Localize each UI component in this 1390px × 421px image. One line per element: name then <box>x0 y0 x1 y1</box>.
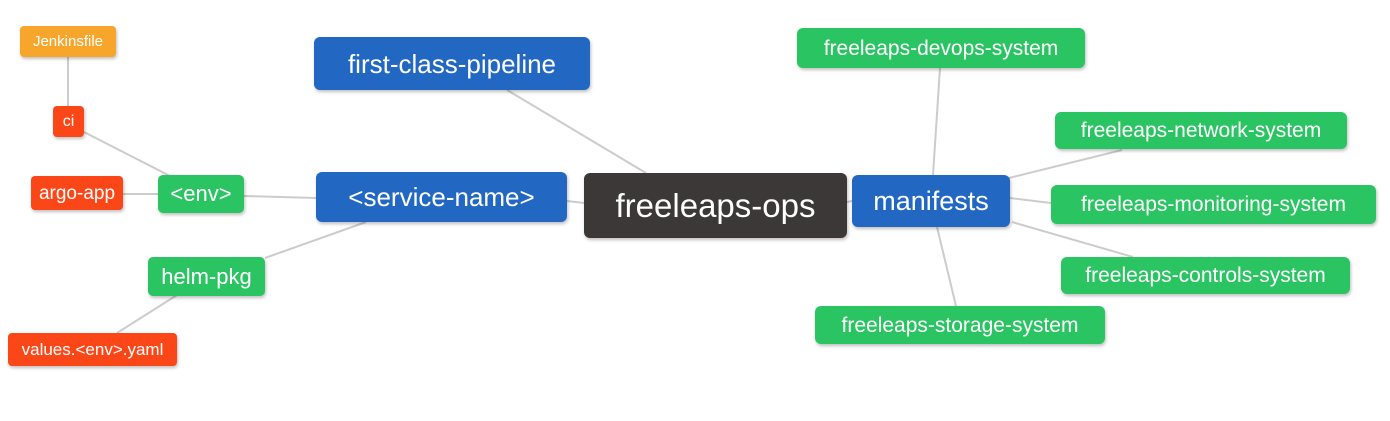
node-freeleaps-network-system[interactable]: freeleaps-network-system <box>1055 112 1347 149</box>
node-service-name[interactable]: <service-name> <box>316 172 567 222</box>
node-env[interactable]: <env> <box>158 175 244 213</box>
edge-env-service-name <box>243 195 317 199</box>
edge-helm-pkg-service-name <box>264 221 367 259</box>
node-ci[interactable]: ci <box>53 106 84 137</box>
node-freeleaps-monitoring-system[interactable]: freeleaps-monitoring-system <box>1051 185 1376 224</box>
edge-manifests-devops-system <box>932 67 941 176</box>
edge-first-class-pipeline-ops <box>506 89 647 174</box>
edge-manifests-network-system <box>1008 149 1123 179</box>
node-helm-pkg[interactable]: helm-pkg <box>148 257 265 296</box>
edge-manifests-monitoring-system <box>1009 197 1052 204</box>
edge-manifests-controls-system <box>1011 221 1134 258</box>
node-jenkinsfile[interactable]: Jenkinsfile <box>20 26 116 57</box>
node-manifests[interactable]: manifests <box>852 175 1010 227</box>
edge-values-env-yaml-helm-pkg <box>116 294 178 334</box>
edge-ops-manifests <box>846 200 853 203</box>
node-freeleaps-storage-system[interactable]: freeleaps-storage-system <box>815 306 1105 344</box>
node-values-env-yaml[interactable]: values.<env>.yaml <box>8 333 177 366</box>
node-argo-app[interactable]: argo-app <box>31 176 123 210</box>
node-first-class-pipeline[interactable]: first-class-pipeline <box>314 37 590 90</box>
edge-manifests-storage-system <box>936 226 957 307</box>
node-freeleaps-ops-root[interactable]: freeleaps-ops <box>584 173 847 238</box>
edge-service-name-ops <box>566 200 585 204</box>
node-freeleaps-controls-system[interactable]: freeleaps-controls-system <box>1061 257 1350 294</box>
edge-ci-env <box>83 131 173 178</box>
node-freeleaps-devops-system[interactable]: freeleaps-devops-system <box>797 28 1085 68</box>
